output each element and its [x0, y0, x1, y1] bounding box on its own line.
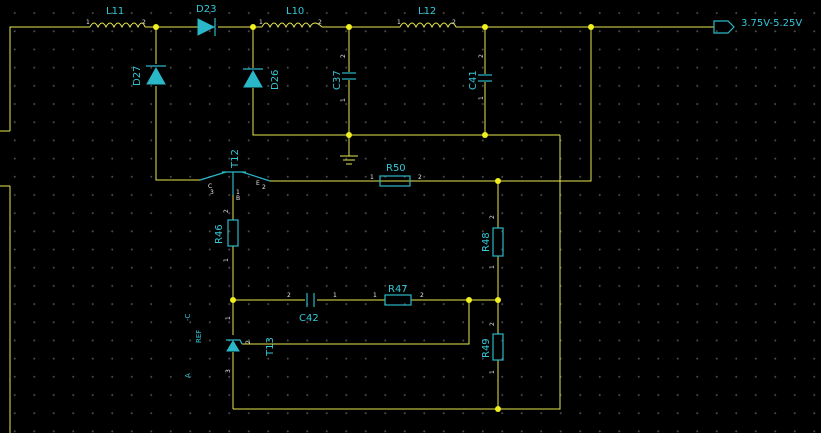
svg-text:1: 1	[478, 96, 485, 100]
svg-text:E: E	[256, 180, 260, 187]
node	[482, 24, 488, 30]
svg-text:REF: REF	[195, 330, 203, 343]
svg-text:3: 3	[225, 369, 232, 373]
c42-label: C42	[299, 313, 319, 324]
wire-ground-rail	[252, 88, 560, 136]
svg-text:2: 2	[318, 19, 322, 26]
svg-text:2: 2	[142, 19, 146, 26]
l12-label: L12	[418, 6, 436, 17]
svg-text:2: 2	[287, 292, 291, 299]
svg-text:-C: -C	[184, 313, 192, 321]
svg-text:1: 1	[397, 19, 401, 26]
wire-bottom-return	[233, 135, 561, 410]
inductor-l10: L10 1 2	[259, 6, 323, 29]
node	[495, 406, 501, 412]
diode-d27: D27	[132, 65, 166, 86]
svg-text:C: C	[208, 183, 212, 190]
inductor-l11: L11 1 2	[86, 6, 146, 29]
l11-label: L11	[106, 6, 124, 17]
capacitor-c42: C42 2 1	[287, 292, 337, 324]
capacitor-c37: C37 2 1	[332, 54, 356, 102]
svg-text:2: 2	[420, 292, 424, 299]
d27-label: D27	[132, 66, 143, 86]
svg-text:1: 1	[340, 98, 347, 102]
resistor-r46: R46 2 1	[214, 209, 239, 262]
wire-t13-ref	[242, 300, 470, 345]
r47-label: R47	[388, 284, 408, 295]
shunt-regulator-t13: T13 REF -C A 1 2 3	[184, 313, 276, 378]
svg-text:1: 1	[370, 174, 374, 181]
inductor-l12: L12 1 2	[397, 6, 457, 29]
svg-text:1: 1	[373, 292, 377, 299]
output-port-label: 3.75V-5.25V	[741, 18, 802, 29]
wire-d27-bottom	[155, 86, 200, 181]
svg-text:1: 1	[259, 19, 263, 26]
transistor-t12: T12 C B E 3 2 1	[199, 149, 271, 202]
node	[153, 24, 159, 30]
svg-text:A: A	[184, 373, 192, 378]
output-port: 3.75V-5.25V	[713, 18, 802, 34]
r46-label: R46	[214, 224, 225, 244]
t12-label: T12	[230, 149, 241, 169]
svg-text:1: 1	[223, 258, 230, 262]
svg-text:2: 2	[223, 209, 230, 213]
svg-text:2: 2	[478, 54, 485, 58]
junction-nodes	[153, 24, 594, 412]
node	[250, 24, 256, 30]
r49-label: R49	[481, 338, 492, 358]
node	[588, 24, 594, 30]
node	[230, 297, 236, 303]
resistor-r50: R50 1 2	[370, 163, 422, 187]
node	[346, 24, 352, 30]
node	[346, 132, 352, 138]
ground-icon	[340, 155, 358, 165]
capacitor-c41: C41 2 1	[468, 54, 492, 100]
svg-text:2: 2	[489, 215, 496, 219]
r50-label: R50	[386, 163, 406, 174]
svg-text:1: 1	[236, 189, 240, 196]
svg-text:2: 2	[418, 174, 422, 181]
diode-d26: D26	[243, 68, 281, 90]
svg-text:1: 1	[489, 370, 496, 374]
svg-text:2: 2	[452, 19, 456, 26]
wires	[9, 26, 714, 410]
resistor-r49: R49 2 1	[481, 322, 504, 374]
r48-label: R48	[481, 232, 492, 252]
c41-label: C41	[468, 70, 479, 90]
svg-text:2: 2	[245, 340, 252, 344]
svg-text:1: 1	[333, 292, 337, 299]
wire-output-feedback	[270, 27, 592, 182]
svg-text:B: B	[236, 195, 240, 202]
svg-text:2: 2	[340, 54, 347, 58]
svg-text:2: 2	[262, 184, 266, 191]
resistor-r47: R47 1 2	[373, 284, 424, 306]
node	[495, 178, 501, 184]
node	[482, 132, 488, 138]
svg-text:1: 1	[489, 265, 496, 269]
l10-label: L10	[286, 6, 304, 17]
node	[495, 297, 501, 303]
svg-text:2: 2	[489, 322, 496, 326]
node	[466, 297, 472, 303]
svg-text:1: 1	[225, 316, 232, 320]
d26-label: D26	[270, 70, 281, 90]
diode-d23: D23	[196, 4, 216, 36]
svg-text:3: 3	[210, 189, 214, 196]
c37-label: C37	[332, 70, 343, 90]
wire-left-entry	[9, 26, 90, 131]
resistor-r48: R48 2 1	[481, 215, 504, 269]
d23-label: D23	[196, 4, 216, 15]
svg-text:1: 1	[86, 19, 90, 26]
t13-label: T13	[265, 337, 276, 357]
